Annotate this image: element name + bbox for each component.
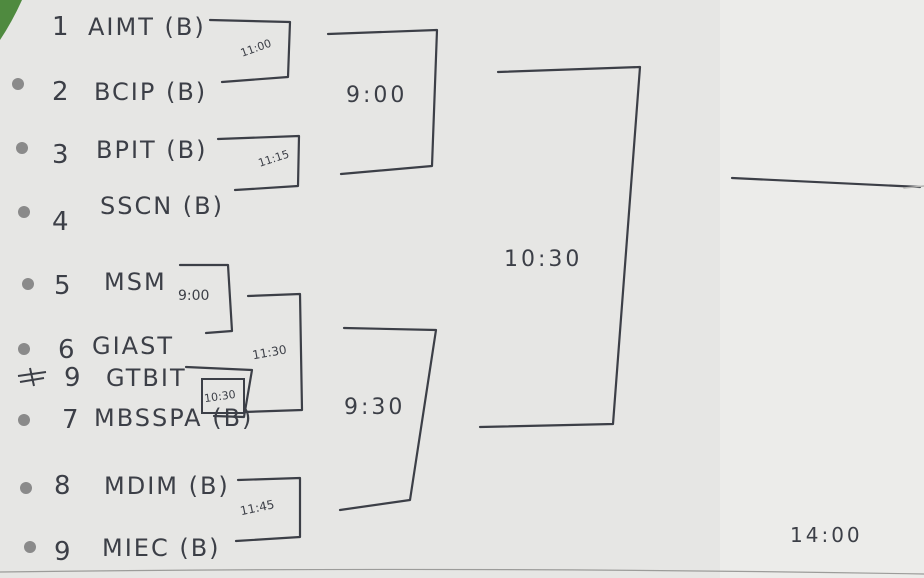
team-number: 4 xyxy=(52,207,71,237)
team-name: MDIM (B) xyxy=(104,472,230,500)
team-number: 3 xyxy=(52,140,71,170)
binder-hole xyxy=(22,278,34,290)
binder-hole xyxy=(12,78,24,90)
bracket-qf-top xyxy=(326,28,439,176)
team-number: 6 xyxy=(58,335,77,365)
team-number: 7 xyxy=(62,405,81,435)
team-number: 5 xyxy=(54,271,73,301)
team-number: 9 xyxy=(54,537,73,567)
paper-bottom-edge xyxy=(0,568,924,575)
paper-right-page xyxy=(720,0,924,578)
bracket-match-8-9 xyxy=(234,476,302,543)
bracket-match-g-7 xyxy=(242,292,304,414)
time-box-9-7 xyxy=(201,378,245,414)
team-name: GTBIT xyxy=(106,364,187,392)
team-name: BCIP (B) xyxy=(94,78,207,106)
bracket-qf-bottom xyxy=(338,326,438,512)
binder-hole xyxy=(18,414,30,426)
team-number: 2 xyxy=(52,77,71,107)
team-number: 9 xyxy=(64,363,83,393)
bracket-semi xyxy=(478,65,642,429)
match-time-9-7: 10:30 xyxy=(203,388,236,405)
team-name: AIMT (B) xyxy=(88,13,206,41)
strike-mark xyxy=(17,367,47,387)
match-time-semi: 10:30 xyxy=(504,247,582,272)
bracket-final xyxy=(730,176,922,189)
match-time-final: 14:00 xyxy=(790,523,863,547)
bracket-match-5-6 xyxy=(178,263,234,335)
team-number: 8 xyxy=(54,471,73,501)
team-name: GIAST xyxy=(92,332,174,360)
match-time-qf-bottom: 9:30 xyxy=(344,395,405,420)
binder-hole xyxy=(18,206,30,218)
team-name: MIEC (B) xyxy=(102,534,221,562)
team-numbers: 1 2 3 4 5 6 9 7 8 9 xyxy=(52,12,83,567)
team-name: MSM xyxy=(104,268,167,296)
bracket-match-3-4 xyxy=(216,134,301,192)
binder-hole xyxy=(20,482,32,494)
team-name: SSCN (B) xyxy=(100,192,224,220)
page-edge xyxy=(903,185,924,189)
team-name: MBSSPA (B) xyxy=(94,404,253,432)
green-corner xyxy=(0,0,22,40)
bracket-lines xyxy=(0,18,924,575)
bracket-match-9-7 xyxy=(184,365,254,419)
team-names: AIMT (B) BCIP (B) BPIT (B) SSCN (B) MSM … xyxy=(88,13,253,562)
match-time-5-6: 9:00 xyxy=(178,288,209,304)
match-time-qf-top: 9:00 xyxy=(346,83,407,108)
team-number: 1 xyxy=(52,12,71,42)
team-name: BPIT (B) xyxy=(96,136,208,164)
binder-hole xyxy=(18,343,30,355)
match-times: 11:00 11:15 9:00 10:30 11:30 11:45 9:00 … xyxy=(178,37,863,547)
binder-hole xyxy=(24,541,36,553)
match-time-g-7: 11:30 xyxy=(251,343,287,363)
bracket-match-1-2 xyxy=(208,18,292,84)
binder-holes xyxy=(12,78,36,553)
binder-hole xyxy=(16,142,28,154)
